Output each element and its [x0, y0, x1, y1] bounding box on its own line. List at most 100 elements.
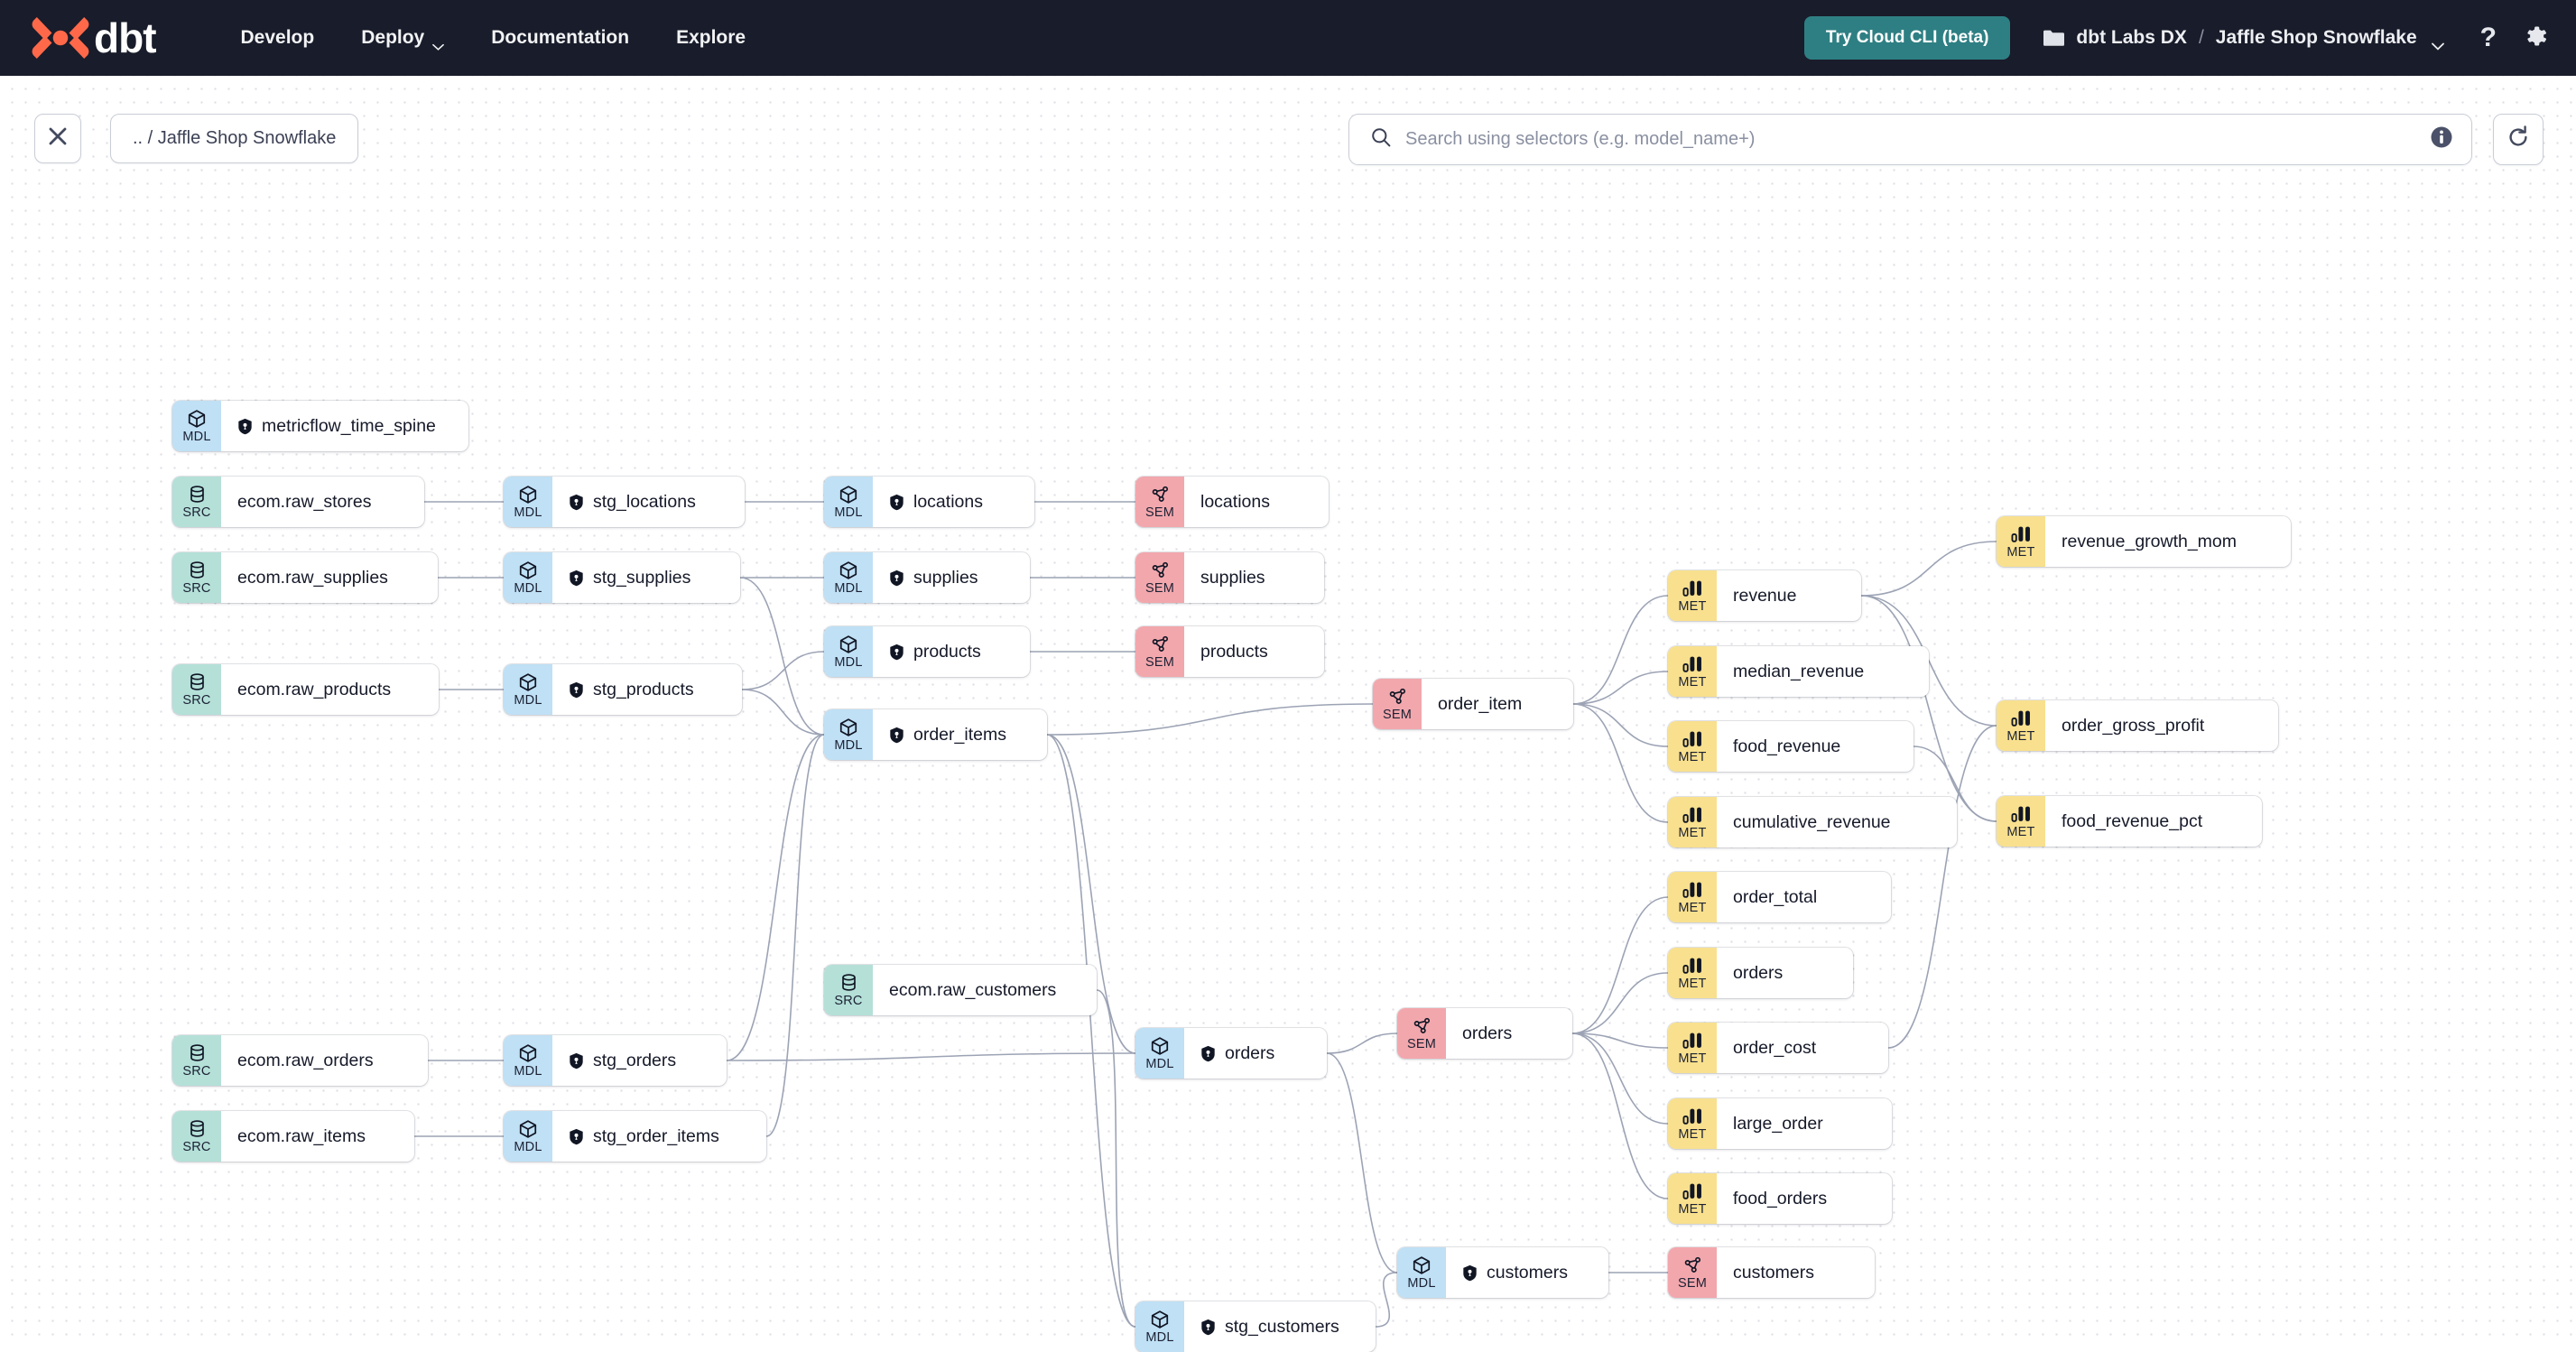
node-type-badge-sem: SEM: [1668, 1247, 1717, 1298]
node-type-label: SEM: [1677, 1275, 1708, 1291]
node-label: order_items: [913, 724, 1006, 745]
node-body: ecom.raw_orders: [221, 1035, 392, 1086]
lineage-edge: [739, 577, 825, 736]
node-type-badge-met: MET: [1668, 797, 1717, 847]
primary-nav-links: Develop Deploy Documentation Explore: [218, 18, 770, 58]
node-type-badge-mdl: MDL: [504, 1111, 552, 1162]
semantic-graph-icon: [1388, 687, 1407, 707]
lineage-edge: [1572, 671, 1669, 705]
node-label: supplies: [913, 567, 978, 588]
semantic-graph-icon: [1151, 560, 1170, 580]
chevron-down-icon[interactable]: [2431, 34, 2444, 51]
node-type-label: SEM: [1144, 505, 1175, 520]
search-bar[interactable]: [1348, 114, 2472, 165]
breadcrumb-button[interactable]: .. / Jaffle Shop Snowflake: [110, 114, 359, 163]
nav-link-documentation[interactable]: Documentation: [468, 18, 653, 58]
bar-chart-icon: [1682, 1181, 1703, 1201]
close-button[interactable]: [34, 114, 81, 163]
database-icon: [839, 973, 858, 993]
shield-icon: [237, 418, 253, 435]
node-body: order_total: [1717, 872, 1835, 922]
nav-link-explore[interactable]: Explore: [653, 18, 769, 58]
search-input[interactable]: [1405, 129, 2430, 150]
nav-link-develop[interactable]: Develop: [218, 18, 338, 58]
node-body: ecom.raw_supplies: [221, 552, 406, 603]
bar-chart-icon: [1682, 1031, 1703, 1051]
node-type-badge-src: SRC: [172, 552, 221, 603]
node-body: products: [873, 626, 999, 677]
help-icon[interactable]: ?: [2479, 23, 2497, 52]
refresh-button[interactable]: [2493, 114, 2544, 165]
node-label: stg_orders: [593, 1050, 677, 1070]
node-type-label: MET: [2006, 544, 2035, 560]
node-label: food_orders: [1733, 1188, 1828, 1208]
nav-link-documentation-label: Documentation: [491, 27, 630, 48]
lineage-edge: [1046, 703, 1374, 736]
lineage-edge: [1571, 972, 1669, 1034]
node-body: median_revenue: [1717, 646, 1882, 697]
graph-node-sem_products[interactable]: SEM products: [1135, 626, 1324, 677]
node-body: stg_supplies: [552, 552, 709, 603]
dbt-logo[interactable]: dbt: [31, 14, 157, 62]
graph-node-src_customers[interactable]: SRC ecom.raw_customers: [824, 965, 1097, 1015]
try-cloud-cli-button[interactable]: Try Cloud CLI (beta): [1803, 16, 2011, 60]
database-icon: [188, 1119, 207, 1139]
account-name[interactable]: dbt Labs DX: [2076, 27, 2187, 48]
node-label: products: [1200, 641, 1268, 662]
project-name[interactable]: Jaffle Shop Snowflake: [2215, 27, 2417, 48]
node-type-badge-sem: SEM: [1135, 626, 1184, 677]
node-label: products: [913, 641, 981, 662]
info-icon[interactable]: [2430, 125, 2453, 153]
node-body: orders: [1184, 1028, 1293, 1079]
lineage-edge: [1326, 1033, 1398, 1054]
node-type-label: SRC: [834, 993, 863, 1008]
top-navigation-bar: dbt Develop Deploy Documentation Explore…: [0, 0, 2576, 76]
node-label: orders: [1733, 962, 1784, 983]
node-body: orders: [1446, 1008, 1530, 1059]
shield-icon: [569, 1052, 584, 1070]
node-label: ecom.raw_customers: [889, 979, 1057, 1000]
lineage-edge: [1571, 1033, 1669, 1049]
bar-chart-icon: [1682, 956, 1703, 976]
gear-icon[interactable]: [2522, 23, 2547, 53]
nav-link-deploy[interactable]: Deploy: [338, 18, 468, 58]
node-type-label: SEM: [1144, 580, 1175, 596]
breadcrumb-separator: /: [2198, 27, 2204, 48]
